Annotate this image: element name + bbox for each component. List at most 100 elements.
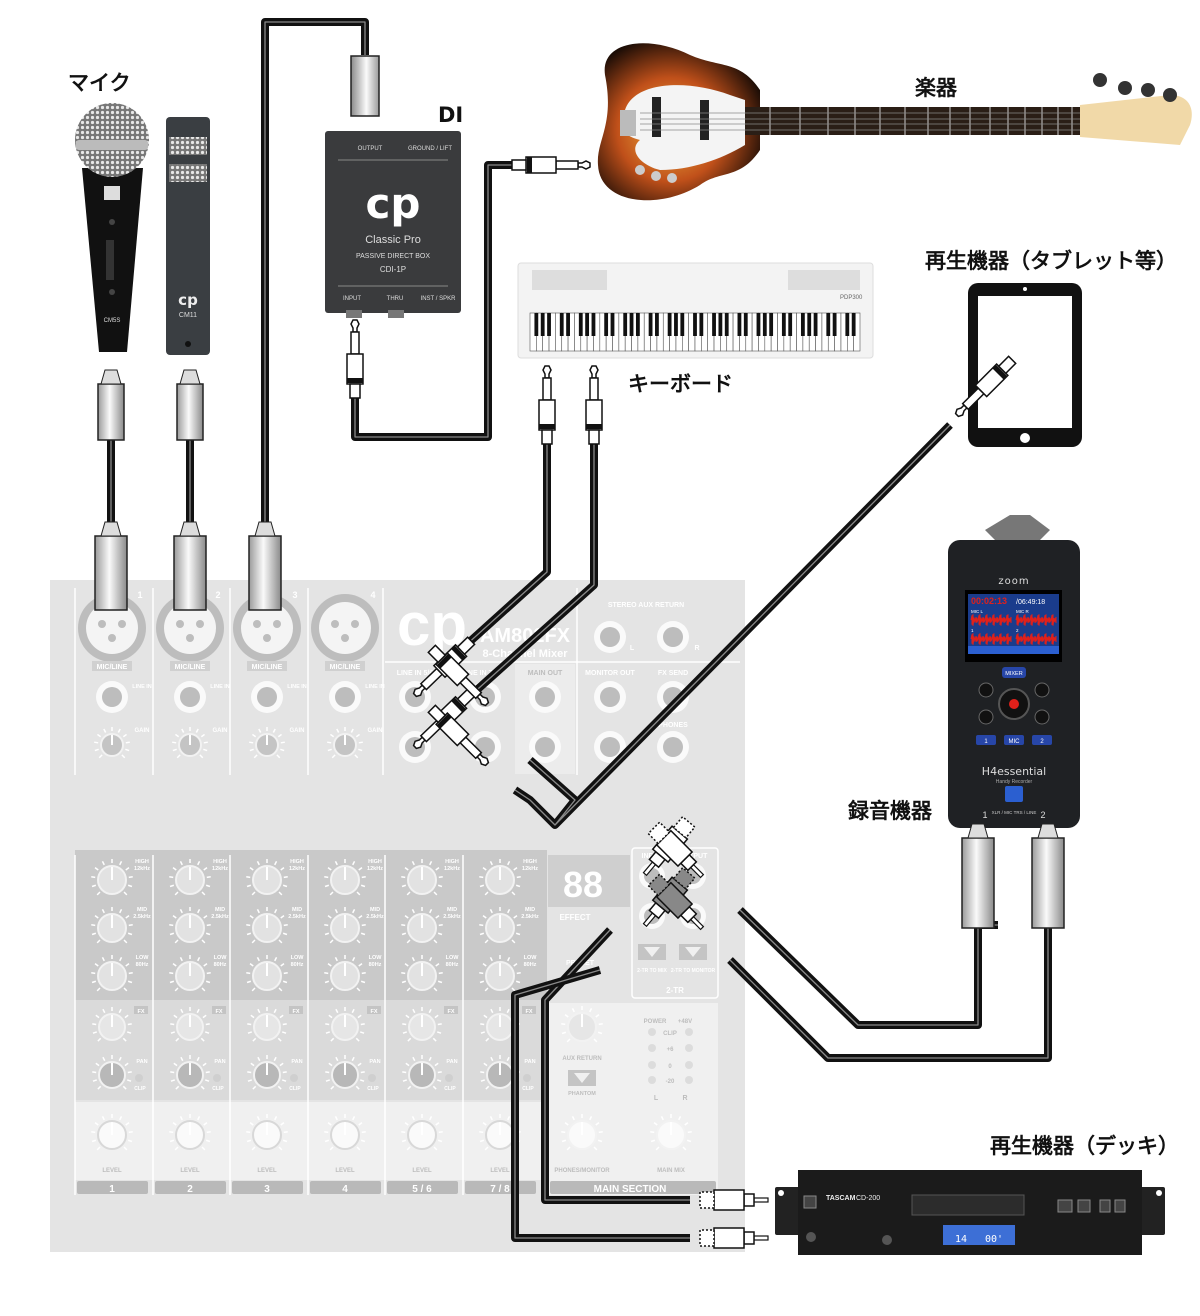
- deck-search-forward-button[interactable]: [1114, 1199, 1126, 1213]
- knob-tick: [401, 884, 407, 888]
- deck-stop-button[interactable]: [1077, 1199, 1091, 1213]
- knob-tick: [202, 1014, 207, 1019]
- label-keyboard: キーボード: [628, 372, 733, 396]
- deck-track: 14: [955, 1234, 967, 1245]
- xlr-plug-body: [350, 55, 380, 117]
- gain-label: GAIN: [135, 728, 150, 734]
- deck-pitch-knob[interactable]: [882, 1235, 892, 1245]
- knob-tick: [97, 1085, 102, 1090]
- jack-hole: [535, 737, 555, 757]
- monitor-out-label: MONITOR OUT: [585, 670, 635, 677]
- recorder-forward-button[interactable]: [1034, 709, 1050, 725]
- deck-out-l-rca: [699, 1189, 769, 1211]
- knob-tick: [358, 867, 363, 871]
- knob-tick: [101, 908, 105, 914]
- knob-tick: [507, 860, 511, 866]
- knob-tick: [684, 1122, 689, 1126]
- level-label: LEVEL: [180, 1168, 200, 1174]
- plug-band: [992, 364, 1008, 380]
- knob-tick: [438, 923, 443, 927]
- xlr-pin: [263, 634, 271, 642]
- knob-tick: [283, 971, 288, 975]
- deck-search-back-button[interactable]: [1099, 1199, 1111, 1213]
- line-in-8-plug: [427, 704, 490, 767]
- knob-tick: [327, 867, 332, 871]
- knob-tick: [169, 884, 175, 888]
- plug-boot: [511, 159, 527, 171]
- xlr-input-face: [319, 602, 371, 654]
- recorder-input-button-MIC[interactable]: [1004, 735, 1024, 745]
- knob-tick: [169, 1139, 175, 1143]
- knob-tick: [361, 923, 366, 927]
- plug-shaft: [589, 377, 599, 401]
- rca-grip: [699, 1229, 715, 1247]
- recorder-stop-button[interactable]: [978, 682, 994, 698]
- condenser-mic-model: CM11: [179, 312, 197, 319]
- knob-tick: [117, 728, 121, 733]
- knob-tick: [180, 1008, 184, 1014]
- recorder-input-button-2[interactable]: [1032, 735, 1052, 745]
- knob-tick: [91, 923, 96, 927]
- black-key: [851, 313, 856, 336]
- knob-tick: [437, 1139, 443, 1143]
- knob-tick: [479, 1130, 484, 1134]
- knob-tick: [329, 987, 334, 992]
- knob-tick: [283, 923, 288, 927]
- connectors: [94, 55, 1065, 1249]
- knob-tick: [204, 1031, 210, 1034]
- knob-tick: [401, 923, 406, 927]
- knob-tick: [247, 1031, 253, 1034]
- xlr-pin: [331, 620, 339, 628]
- deck-power-button[interactable]: [803, 1195, 817, 1209]
- xlr-plug-body: [176, 383, 204, 441]
- knob-tick: [406, 987, 411, 992]
- knob-tick: [324, 875, 329, 879]
- label-deck: 再生機器（デッキ）: [990, 1134, 1179, 1158]
- plug-band: [436, 713, 452, 729]
- deck-disc-tray[interactable]: [911, 1194, 1025, 1216]
- knob-tick: [438, 971, 443, 975]
- knob-tick: [273, 1008, 277, 1014]
- knob-tick: [571, 1007, 575, 1013]
- eq-freq-label: 80Hz: [446, 962, 459, 968]
- knob-tick: [334, 908, 338, 914]
- xlr-input-face: [241, 602, 293, 654]
- knob-tick: [511, 987, 516, 992]
- recorder-mixer-button[interactable]: [1002, 667, 1026, 678]
- clip-label: CLIP: [134, 1086, 146, 1092]
- knob-tick: [678, 1115, 682, 1121]
- eq-freq-label: 2.5kHz: [521, 914, 539, 920]
- black-key: [769, 313, 774, 336]
- deck-phones-knob[interactable]: [806, 1232, 816, 1242]
- knob-tick: [249, 1122, 254, 1126]
- knob-tick: [357, 1014, 362, 1019]
- knob-tick: [127, 932, 133, 936]
- channel-number: 1: [109, 1184, 115, 1195]
- recorder-rewind-button[interactable]: [978, 709, 994, 725]
- knob-tick: [204, 1079, 210, 1082]
- recorder-play-button[interactable]: [1034, 682, 1050, 698]
- knob-tick: [515, 980, 521, 984]
- knob-tick: [687, 1130, 692, 1134]
- knob-tick: [173, 1062, 178, 1067]
- eq-freq-label: 2.5kHz: [443, 914, 461, 920]
- knob-tick: [203, 741, 208, 744]
- bass-guitar: [597, 43, 1192, 201]
- knob-tick: [435, 963, 440, 967]
- knob-tick: [119, 956, 123, 962]
- bass-jack-plug: [511, 156, 591, 174]
- knob-tick: [325, 1031, 331, 1034]
- knob-tick: [276, 754, 281, 759]
- di-brand: Classic Pro: [365, 234, 421, 246]
- rca-pin: [753, 1235, 769, 1241]
- jack-hole: [335, 687, 355, 707]
- eq-freq-label: 12kHz: [367, 866, 383, 872]
- knob-tick: [197, 908, 201, 914]
- knob-tick: [334, 956, 338, 962]
- label-instrument: 楽器: [915, 76, 958, 100]
- recorder-input-button-1[interactable]: [976, 735, 996, 745]
- deck-play-button[interactable]: [1057, 1199, 1073, 1213]
- knob-tick: [360, 1071, 365, 1074]
- knob-tick: [479, 971, 484, 975]
